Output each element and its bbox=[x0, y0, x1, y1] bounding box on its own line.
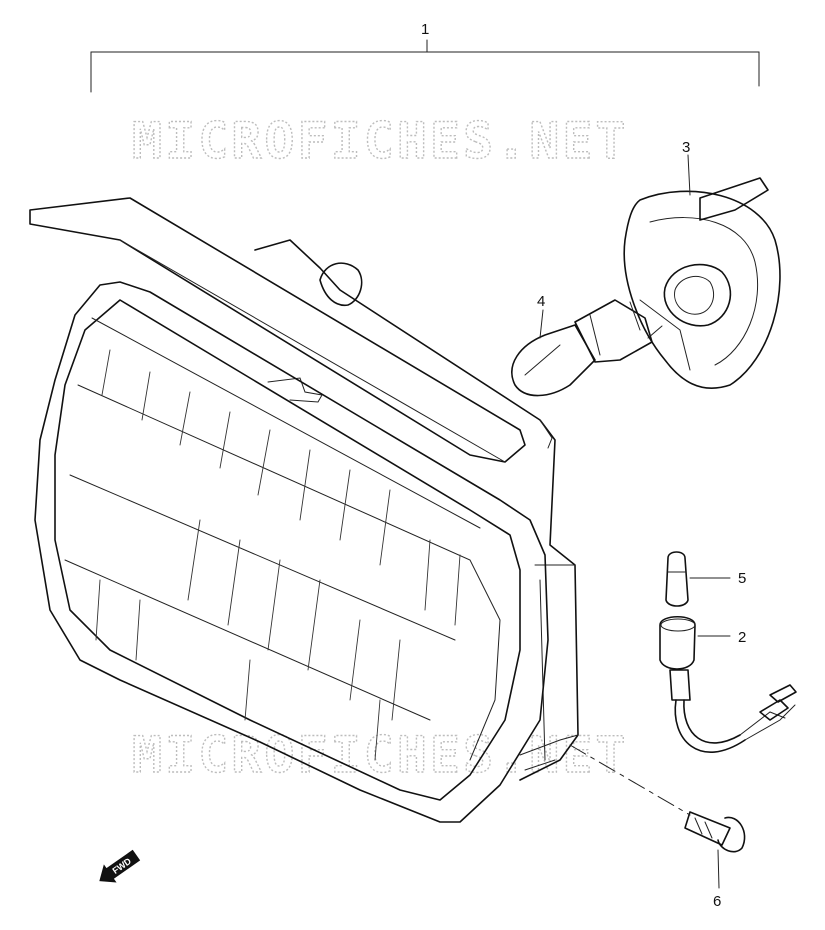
pilot-bulb bbox=[665, 551, 689, 607]
watermark-top: MICROFICHES.NET bbox=[132, 112, 629, 170]
callout-1: 1 bbox=[421, 21, 429, 38]
screw bbox=[684, 811, 746, 853]
lens-hatching bbox=[95, 349, 461, 761]
callout-5: 5 bbox=[738, 570, 746, 587]
install-line bbox=[569, 744, 691, 816]
pilot-socket bbox=[659, 615, 797, 753]
headlight-housing bbox=[29, 197, 579, 823]
headlight-bulb bbox=[511, 299, 663, 397]
socket-cover bbox=[623, 177, 781, 389]
fwd-arrow-icon: FWD bbox=[99, 849, 141, 883]
callout-4: 4 bbox=[537, 293, 545, 310]
callout-6: 6 bbox=[713, 893, 721, 910]
callout-3: 3 bbox=[682, 139, 690, 156]
callout-2: 2 bbox=[738, 629, 746, 646]
assembly-bracket bbox=[90, 39, 760, 93]
leader-lines bbox=[539, 154, 731, 889]
watermark-bottom: MICROFICHES.NET bbox=[132, 726, 629, 784]
